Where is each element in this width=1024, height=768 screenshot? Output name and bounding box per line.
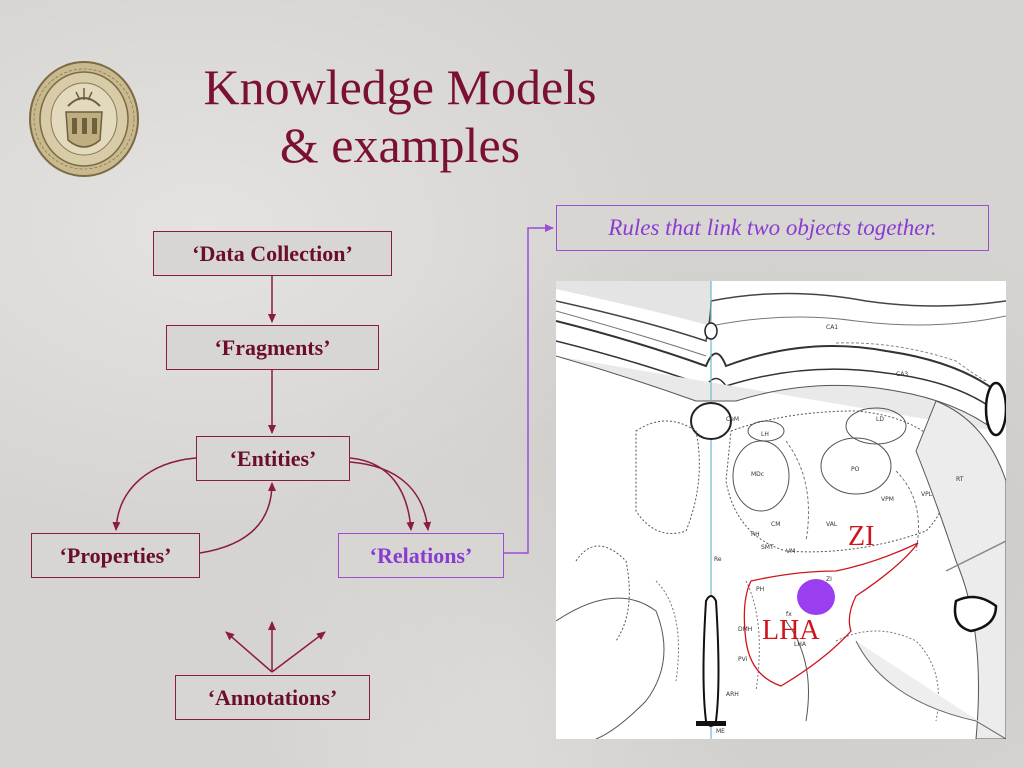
arrow-entities-to-relations-1 (349, 457, 415, 531)
university-seal-icon (29, 61, 139, 177)
svg-text:ZI: ZI (826, 576, 832, 583)
atlas-label-zi: ZI (848, 521, 875, 552)
arrow-annotations-right (271, 631, 326, 673)
node-fragments-label: ‘Fragments’ (214, 334, 331, 360)
svg-text:DMH: DMH (738, 626, 752, 633)
node-entities-label: ‘Entities’ (229, 445, 317, 471)
svg-text:VPM: VPM (881, 496, 894, 503)
node-properties-label: ‘Properties’ (59, 542, 172, 568)
svg-text:fx: fx (786, 611, 792, 618)
svg-text:LHA: LHA (794, 641, 807, 648)
svg-text:LD: LD (876, 416, 884, 423)
node-entities: ‘Entities’ (196, 436, 350, 481)
slide-title: Knowledge Models & examples (150, 58, 650, 174)
node-annotations: ‘Annotations’ (175, 675, 370, 720)
title-line-1: Knowledge Models (203, 59, 597, 115)
node-data-collection-label: ‘Data Collection’ (192, 240, 353, 266)
relations-callout: Rules that link two objects together. (556, 205, 989, 251)
arrow-entities-to-relations-2 (349, 461, 432, 531)
svg-text:RH: RH (751, 531, 760, 538)
svg-text:MDc: MDc (751, 471, 764, 478)
node-annotations-label: ‘Annotations’ (207, 684, 338, 710)
lha-highlight-blob (797, 579, 835, 615)
node-data-collection: ‘Data Collection’ (153, 231, 392, 276)
svg-text:PO: PO (851, 466, 860, 473)
svg-text:RT: RT (956, 476, 964, 483)
arrow-properties-to-entities (199, 482, 276, 554)
svg-text:ME: ME (716, 728, 725, 735)
brain-atlas-figure: CA1 CA3 LD LH MDc PO VPM VPL CM RH SMT V… (556, 281, 1006, 739)
arrow-relations-to-callout (504, 224, 554, 554)
node-relations-label: ‘Relations’ (369, 542, 473, 568)
svg-text:CeM: CeM (726, 416, 739, 423)
node-properties: ‘Properties’ (31, 533, 200, 578)
svg-text:VM: VM (786, 548, 795, 555)
arrow-entities-to-properties (112, 457, 197, 531)
node-fragments: ‘Fragments’ (166, 325, 379, 370)
svg-text:Re: Re (714, 556, 722, 563)
relations-callout-text: Rules that link two objects together. (608, 215, 937, 240)
svg-text:VPL: VPL (921, 491, 933, 498)
svg-text:VAL: VAL (826, 521, 838, 528)
brain-atlas-drawing: CA1 CA3 LD LH MDc PO VPM VPL CM RH SMT V… (556, 281, 1006, 739)
atlas-label-lha: LHA (762, 615, 820, 646)
svg-text:ARH: ARH (726, 691, 739, 698)
node-relations: ‘Relations’ (338, 533, 504, 578)
svg-text:PH: PH (756, 586, 764, 593)
svg-text:CA1: CA1 (826, 324, 838, 331)
svg-text:SMT: SMT (761, 544, 774, 551)
title-line-2: & examples (279, 117, 521, 173)
arrow-annotations-left (225, 631, 273, 673)
svg-text:CM: CM (771, 521, 780, 528)
svg-text:LH: LH (761, 431, 769, 438)
svg-text:CA3: CA3 (896, 371, 908, 378)
svg-text:PVi: PVi (738, 656, 748, 663)
